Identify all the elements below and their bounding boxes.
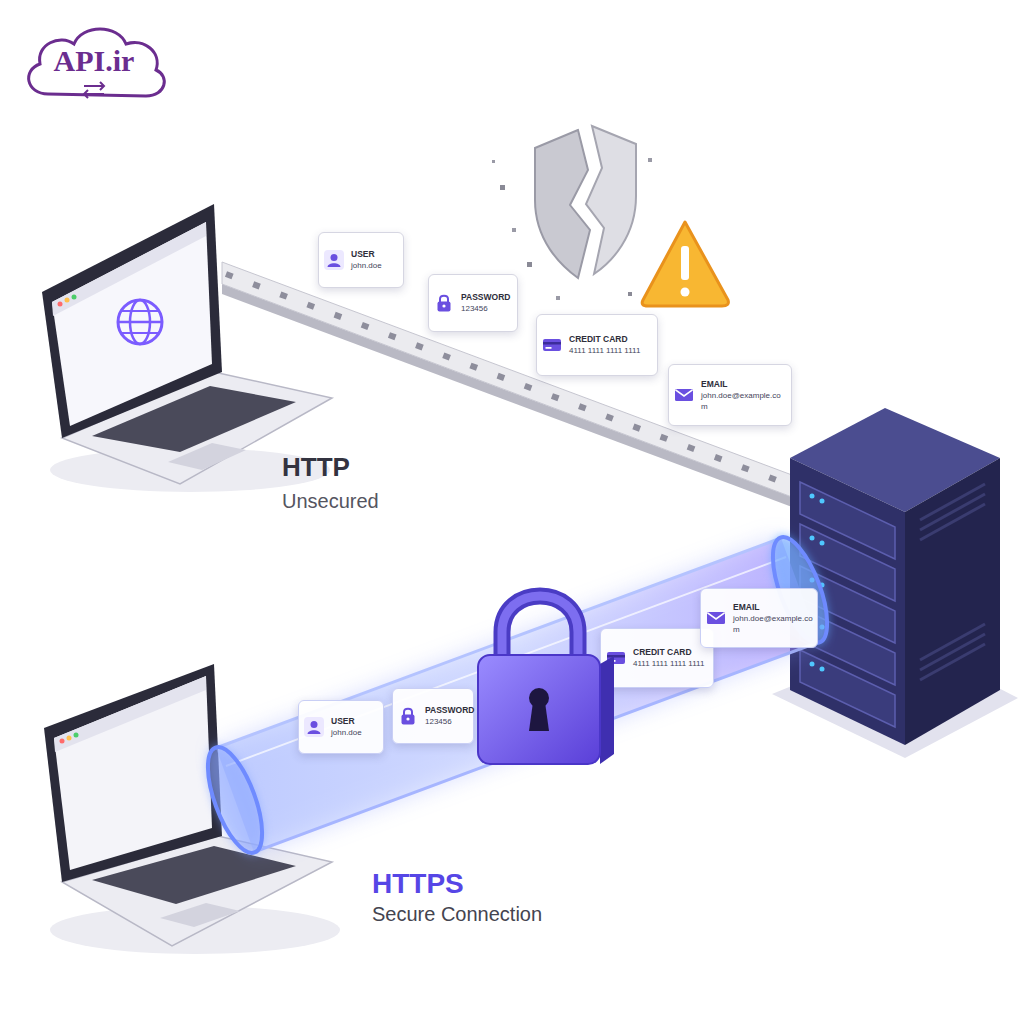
server-rack bbox=[920, 504, 985, 540]
data-card: USERjohn.doe bbox=[318, 232, 404, 288]
server-rack bbox=[800, 650, 895, 727]
secure-tunnel bbox=[216, 538, 819, 852]
warning-sign bbox=[642, 222, 728, 306]
field-value: 123456 bbox=[425, 716, 469, 727]
data-card: CREDIT CARD4111 1111 1111 1111 bbox=[600, 628, 714, 688]
field-value: 4111 1111 1111 1111 bbox=[633, 658, 709, 669]
protocol-status: Secure Connection bbox=[372, 903, 542, 926]
server-rack bbox=[820, 667, 825, 672]
protocol-status: Unsecured bbox=[282, 490, 379, 513]
broken-shield bbox=[648, 158, 652, 162]
secure-tunnel bbox=[216, 538, 819, 852]
logo-text: API.ir bbox=[54, 44, 135, 78]
bottom-laptop bbox=[54, 676, 212, 870]
server-rack bbox=[820, 499, 825, 504]
server-rack bbox=[810, 662, 815, 667]
field-name: EMAIL bbox=[733, 602, 813, 613]
top-laptop bbox=[122, 332, 158, 334]
top-laptop bbox=[72, 295, 77, 300]
broken-shield bbox=[492, 160, 495, 163]
field-name: EMAIL bbox=[701, 379, 787, 390]
top-laptop bbox=[65, 298, 70, 303]
top-laptop bbox=[42, 204, 222, 438]
top-laptop bbox=[118, 321, 162, 324]
broken-shield bbox=[492, 126, 652, 300]
data-card: PASSWORD123456 bbox=[392, 688, 474, 744]
server-rack bbox=[920, 634, 985, 670]
bottom-laptop bbox=[60, 739, 65, 744]
data-card: USERjohn.doe bbox=[298, 700, 384, 754]
secure-tunnel bbox=[194, 738, 276, 862]
warning-sign bbox=[681, 288, 690, 297]
field-name: CREDIT CARD bbox=[633, 647, 709, 658]
field-value: 123456 bbox=[461, 303, 513, 314]
bottom-laptop bbox=[74, 733, 79, 738]
top-laptop bbox=[122, 310, 158, 312]
protocol-name: HTTPS bbox=[372, 868, 464, 900]
field-value: john.doe bbox=[351, 260, 399, 271]
padlock bbox=[529, 688, 549, 708]
data-card: PASSWORD123456 bbox=[428, 274, 518, 332]
top-laptop bbox=[52, 222, 212, 426]
field-value: john.doe@example.com bbox=[701, 390, 787, 412]
bottom-laptop bbox=[54, 676, 206, 752]
secure-tunnel bbox=[197, 741, 274, 860]
server-rack bbox=[920, 494, 985, 530]
broken-shield bbox=[527, 262, 532, 267]
data-card: EMAILjohn.doe@example.com bbox=[700, 588, 818, 648]
top-laptop bbox=[118, 300, 162, 344]
secure-tunnel bbox=[194, 528, 841, 862]
warning-sign bbox=[642, 222, 728, 306]
broken-shield bbox=[586, 126, 636, 274]
broken-shield bbox=[556, 296, 560, 300]
server-rack bbox=[920, 624, 985, 660]
broken-shield bbox=[500, 185, 505, 190]
padlock bbox=[478, 655, 600, 764]
data-card: EMAILjohn.doe@example.com bbox=[668, 364, 792, 426]
padlock bbox=[502, 596, 578, 668]
top-laptop bbox=[168, 443, 246, 470]
bottom-laptop bbox=[44, 664, 222, 882]
protocol-name: HTTP bbox=[282, 452, 350, 483]
field-value: 4111 1111 1111 1111 bbox=[569, 345, 653, 356]
server-rack bbox=[920, 484, 985, 520]
secure-tunnel bbox=[254, 642, 819, 852]
field-name: USER bbox=[331, 716, 379, 727]
top-laptop bbox=[58, 302, 63, 307]
exchange-arrows bbox=[84, 82, 104, 98]
top-laptop bbox=[42, 204, 332, 492]
field-name: PASSWORD bbox=[461, 292, 513, 303]
field-value: john.doe bbox=[331, 727, 379, 738]
broken-shield bbox=[628, 292, 632, 296]
server-rack bbox=[820, 541, 825, 546]
broken-shield bbox=[535, 130, 590, 278]
field-name: USER bbox=[351, 249, 399, 260]
data-card: CREDIT CARD4111 1111 1111 1111 bbox=[536, 314, 658, 376]
server-rack bbox=[920, 644, 985, 680]
padlock bbox=[502, 596, 578, 668]
bottom-laptop bbox=[67, 736, 72, 741]
server-rack bbox=[905, 458, 1000, 745]
field-value: john.doe@example.com bbox=[733, 613, 813, 635]
padlock bbox=[529, 702, 549, 731]
padlock bbox=[478, 596, 614, 764]
field-name: PASSWORD bbox=[425, 705, 469, 716]
field-name: CREDIT CARD bbox=[569, 334, 653, 345]
server-rack bbox=[810, 536, 815, 541]
logo-cloud: API.ir bbox=[18, 22, 170, 108]
bottom-laptop bbox=[160, 903, 240, 927]
warning-sign bbox=[681, 246, 689, 280]
server-rack bbox=[810, 494, 815, 499]
broken-shield bbox=[512, 228, 516, 232]
